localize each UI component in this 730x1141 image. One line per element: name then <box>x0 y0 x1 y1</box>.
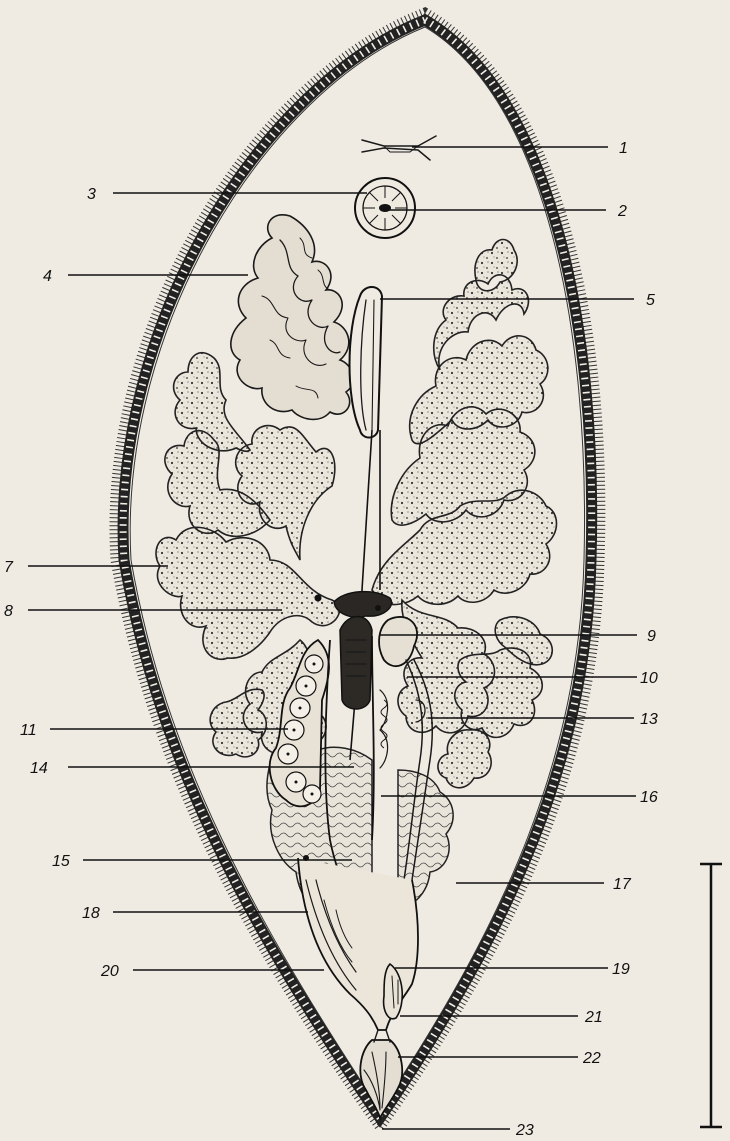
label-13: 13 <box>640 711 658 728</box>
label-10: 10 <box>640 670 658 687</box>
label-14: 14 <box>30 760 48 777</box>
label-20: 20 <box>100 963 119 980</box>
label-8: 8 <box>4 603 13 620</box>
label-2: 2 <box>617 203 627 220</box>
label-9: 9 <box>647 628 656 645</box>
label-7: 7 <box>4 559 14 576</box>
label-5: 5 <box>646 292 655 309</box>
label-16: 16 <box>640 789 658 806</box>
label-17: 17 <box>613 876 632 893</box>
label-3: 3 <box>87 186 96 203</box>
label-18: 18 <box>82 905 100 922</box>
label-4: 4 <box>43 268 52 285</box>
statocyst <box>355 178 415 238</box>
label-1: 1 <box>619 140 628 157</box>
label-23: 23 <box>515 1122 534 1139</box>
label-15: 15 <box>52 853 70 870</box>
scale-bar <box>700 864 722 1127</box>
label-19: 19 <box>612 961 630 978</box>
label-21: 21 <box>584 1009 603 1026</box>
label-22: 22 <box>582 1050 601 1067</box>
label-11: 11 <box>20 722 37 739</box>
